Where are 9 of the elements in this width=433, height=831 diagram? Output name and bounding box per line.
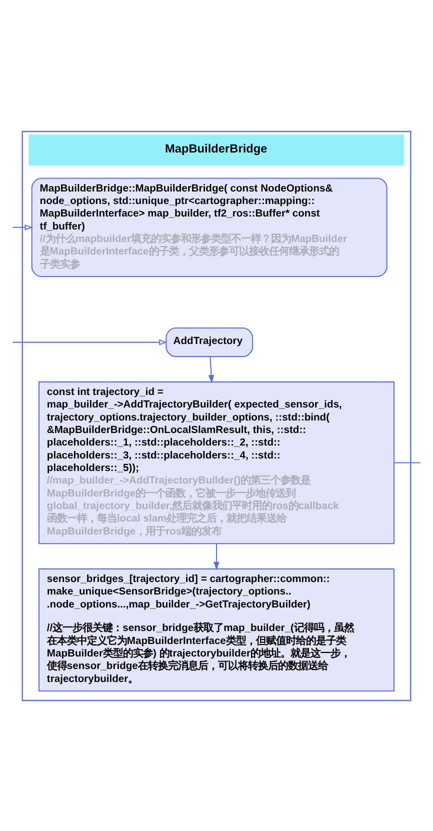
arrow <box>214 543 220 570</box>
connector <box>394 462 420 463</box>
arrow <box>12 224 34 230</box>
arrow <box>12 338 168 345</box>
node-box: AddTrajectory <box>166 327 254 357</box>
arrow <box>208 356 214 383</box>
node-box: MapBuilderBridge::MapBuilderBridge( const NodeOptions& node_options, std::unique_ptr<cartographer::mapping::MapBuilderInterface> map_builder, tf2_ros::Buffer* const tf_buffer) //为什么mapbuilder填充的实参和形参类型不一样？因为MapBuilder是MapBuilderInterface的子类，父类形参可以接收任何继承形式的子类实参 <box>31 177 388 277</box>
node-box: sensor_bridges_[trajectory_id] = cartographer::common::make_unique<SensorBridge>(trajectory_options.. .node_options...,map_builder_->GetTrajectoryBuilder) //这一步很关键：sensor_bridge获取了map_builder_(记得吗，虽然在本类中定义它为MapBuilderInterface类型，但赋值时给的是子类MapBuilder类型的实参) 的trajectorybuilder的地址。就是这一步，使得sensor_bridge在转换完消息后，可以将转换后的数据送给trajectorybuilder。 <box>38 568 395 691</box>
node-box: const int trajectory_id = map_builder_->AddTrajectoryBuilder( expected_sensor_ids, trajectory_options.trajectory_builder_options, ::std::bind(&MapBuilderBridge::OnLocalSlamResult, this, ::std::placeholders::_1, ::std::placeholders::_2, ::std::placeholders::_3, ::std::placeholders::_4, ::std::placeholders::_5)); //map_builder_->AddTrajectoryBuilder()的第三个参数是MapBuilderBridge的一个函数，它被一步一步地传送到global_trajectory_builder,然后就像我们平时用的ros的callback函数一样，每当local slam处理完之后，就把结果送给MapBuilderBridge，用于ros端的发布 <box>38 380 395 544</box>
